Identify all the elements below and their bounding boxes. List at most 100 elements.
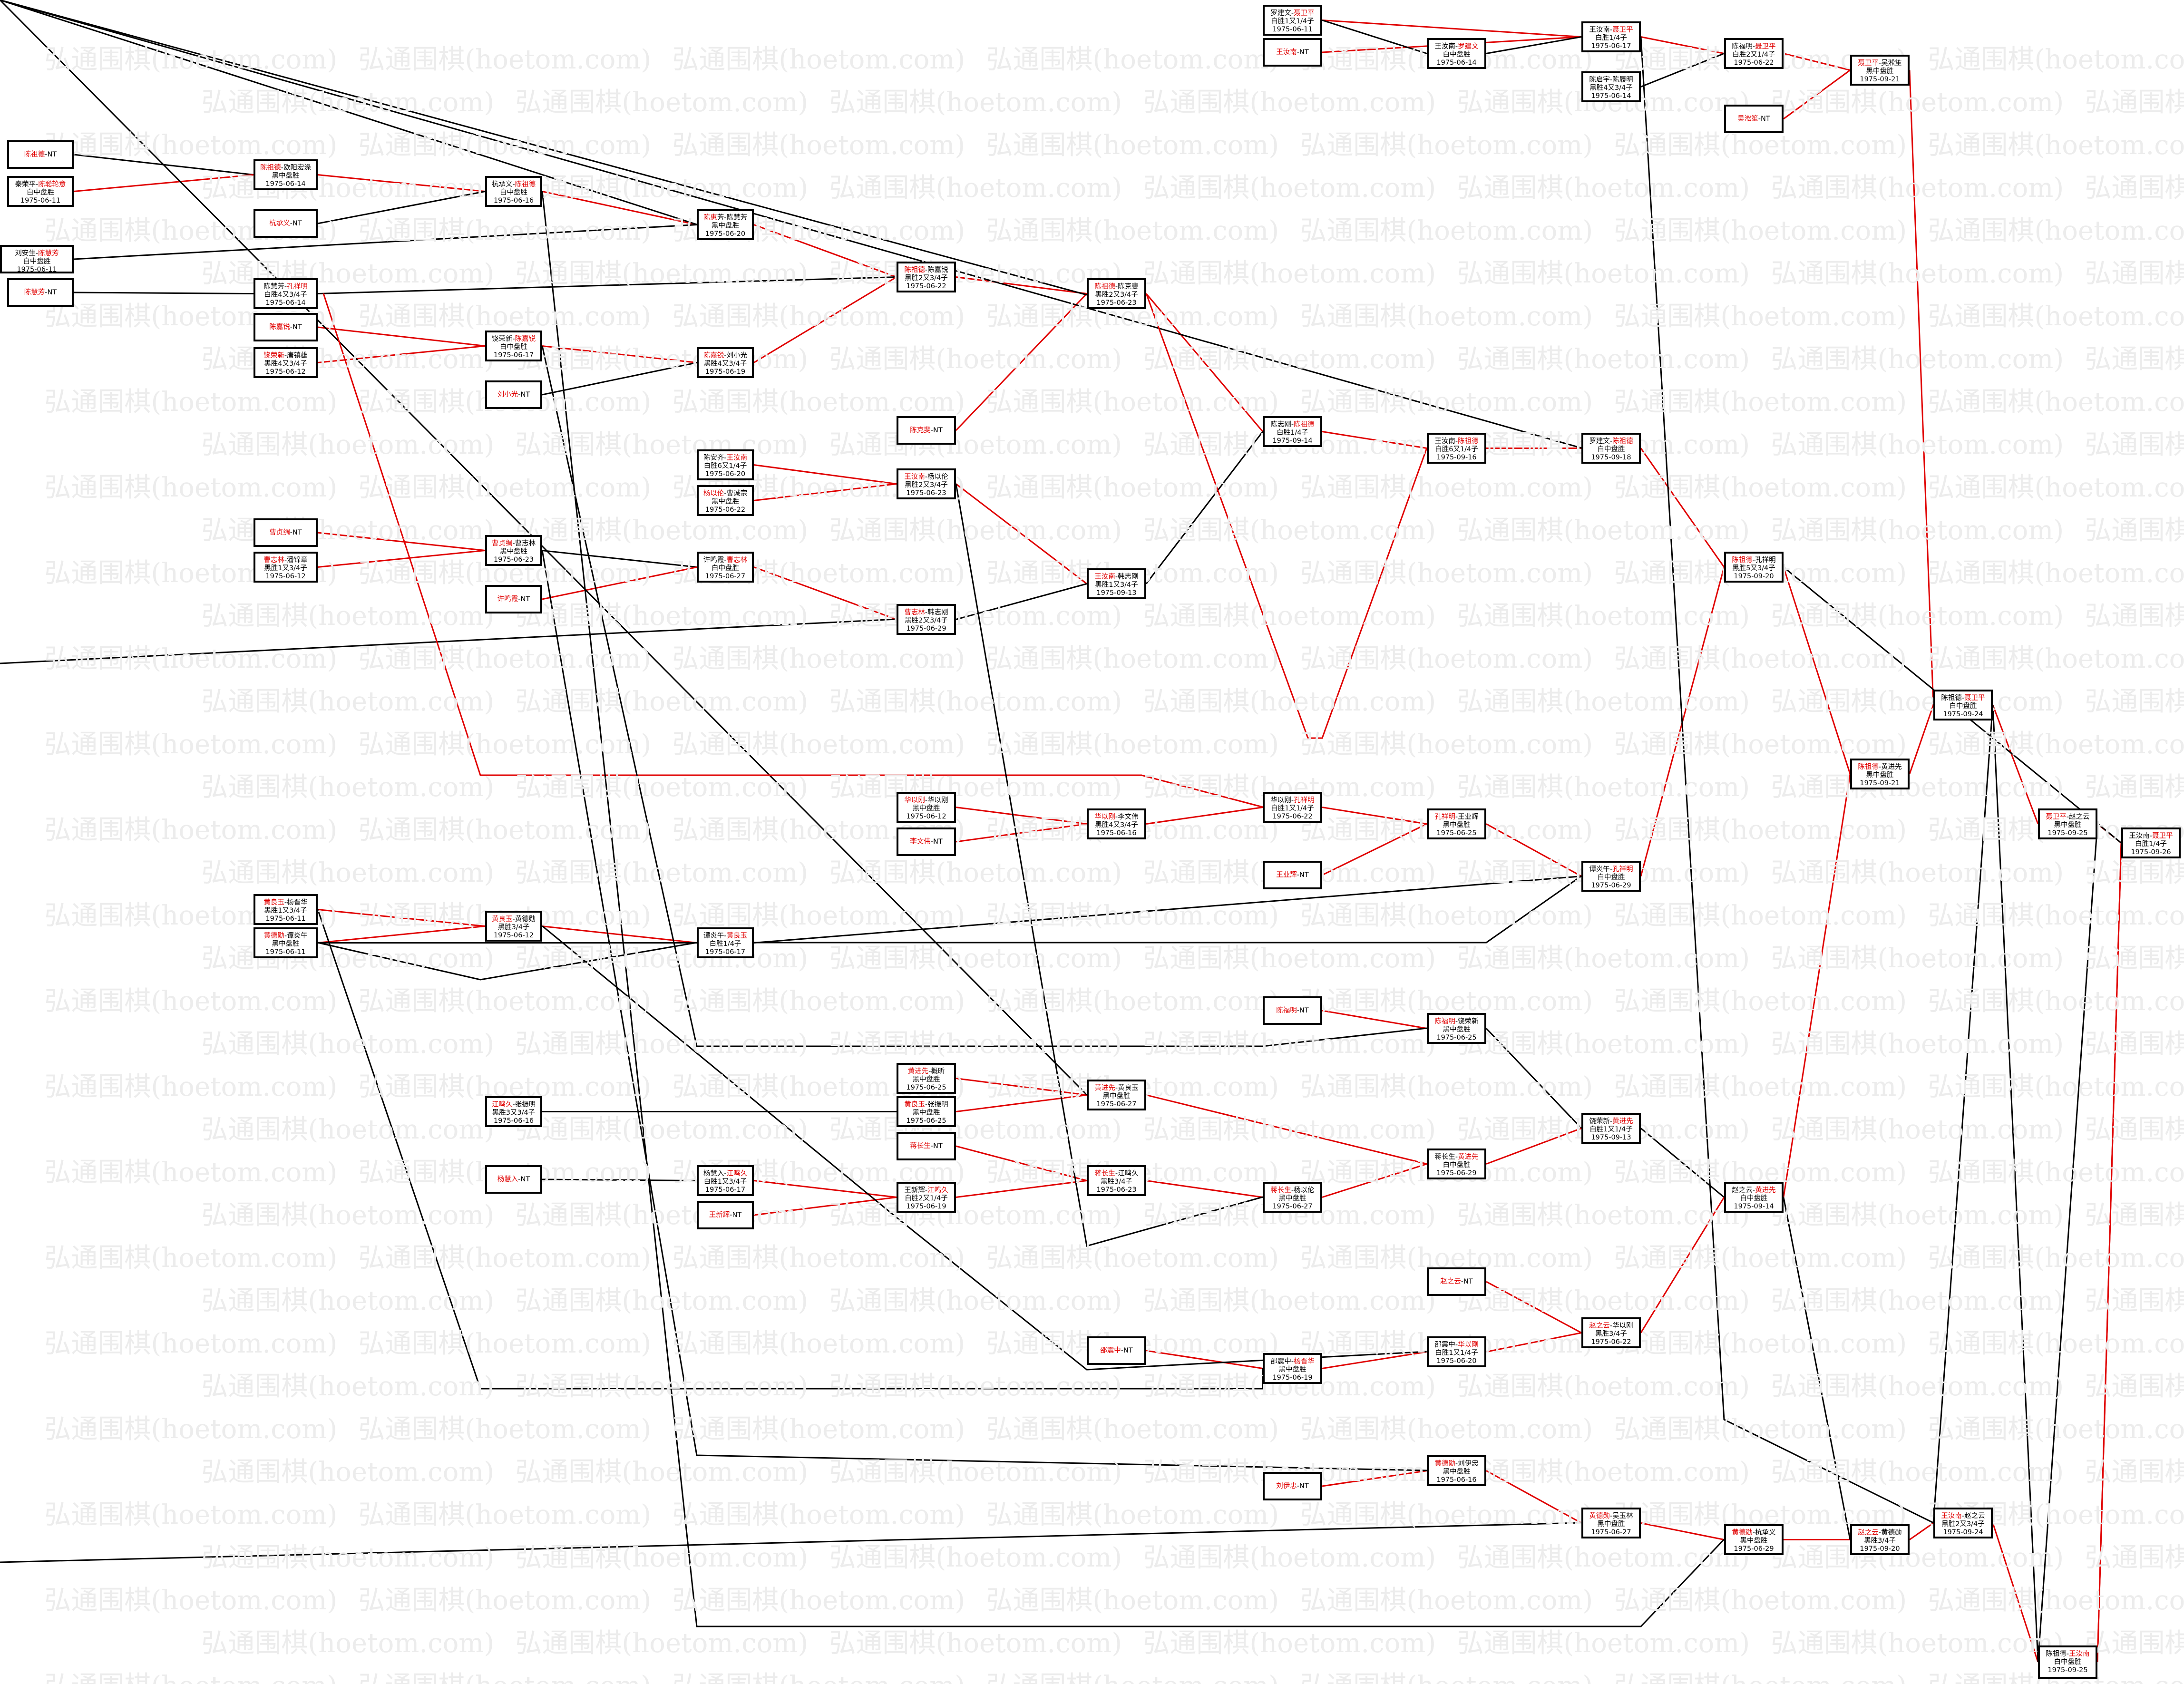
match-title: 吴淞笙-NT xyxy=(1726,115,1782,123)
player-name: -孔祥明 xyxy=(1752,556,1776,564)
match-date: 1975-06-23 xyxy=(906,489,946,497)
player-name: -唐镇雄 xyxy=(284,352,308,360)
match-result: 黑胜2又3/4子 xyxy=(905,274,948,282)
connector-line xyxy=(73,174,254,192)
player-name: 吴淞笙 xyxy=(1737,115,1758,123)
player-name: 王汝南- xyxy=(1434,438,1458,445)
connector-line xyxy=(317,191,486,224)
player-name: 刘小光 xyxy=(497,391,518,399)
match-title: 邵震中-华以刚 xyxy=(1429,1341,1484,1349)
match-result: 黑胜2又3/4子 xyxy=(1941,1520,1985,1528)
match-title: 黄良玉-杨晋华 xyxy=(255,899,316,907)
player-name: 陈启宇- xyxy=(1589,76,1613,84)
match-result: 黑中盘胜 xyxy=(1866,771,1894,779)
match-result: 白胜1/4子 xyxy=(1277,429,1308,437)
match-title: 李文伟-NT xyxy=(898,838,954,846)
match-title: 杨慧入-江鸣久 xyxy=(699,1170,752,1178)
match-date: 1975-09-21 xyxy=(1860,779,1900,787)
connector-line xyxy=(956,1078,1087,1096)
player-name: 黄良玉 xyxy=(904,1101,925,1109)
connector-line xyxy=(317,174,486,192)
match-title: 饶荣新-黄进先 xyxy=(1583,1118,1639,1126)
connector-line xyxy=(1640,36,1725,54)
player-name: 谭炎午- xyxy=(1589,866,1613,873)
player-name: 黄良玉 xyxy=(726,932,748,940)
match-title: 陈福明-聂卫平 xyxy=(1726,43,1782,51)
match-node: 李文伟-NT xyxy=(897,827,956,856)
match-date: 1975-06-17 xyxy=(1591,42,1631,50)
match-date: 1975-09-20 xyxy=(1860,1545,1900,1553)
match-date: 1975-09-14 xyxy=(1734,1203,1774,1210)
match-title: 陈慧芳-NT xyxy=(9,289,72,297)
match-date: 1975-06-19 xyxy=(906,1203,946,1210)
match-result: 黑中盘胜 xyxy=(1740,1537,1768,1545)
match-result: 白中盘胜 xyxy=(23,258,51,265)
connector-line xyxy=(0,0,1088,1096)
match-title: 王汝南-陈祖德 xyxy=(1429,438,1484,446)
player-name: 王汝南 xyxy=(904,473,925,481)
match-node: 赵之云-NT xyxy=(1427,1267,1486,1296)
match-title: 陈克斐-NT xyxy=(898,427,954,435)
match-title: 王新辉-NT xyxy=(699,1211,752,1219)
match-result: 白胜1又1/4子 xyxy=(1271,805,1314,812)
match-title: 黄良玉-黄德勋 xyxy=(487,915,540,924)
match-title: 陈祖德-黄进先 xyxy=(1852,763,1908,771)
player-name: 蒋长生- xyxy=(1434,1153,1458,1161)
match-title: 刘安生-陈慧芳 xyxy=(2,250,72,258)
player-name: 王汝南 xyxy=(1276,49,1297,56)
connector-line xyxy=(1322,1163,1427,1198)
player-name: 陈慧芳 xyxy=(24,289,45,296)
connector-line xyxy=(754,875,1582,944)
match-title: 曹贞绸-NT xyxy=(255,529,316,537)
connector-line xyxy=(0,1522,1582,1563)
player-name: 聂卫平 xyxy=(2046,813,2067,821)
player-name: 曹志林 xyxy=(263,556,284,564)
connector-line xyxy=(317,276,897,294)
match-date: 1975-06-16 xyxy=(493,1117,534,1125)
player-name: 曹志林 xyxy=(904,609,925,616)
player-name: -NT xyxy=(730,1211,742,1219)
match-date: 1975-09-25 xyxy=(2048,1666,2088,1674)
match-result: 黑中盘胜 xyxy=(912,1076,940,1083)
connector-line xyxy=(542,925,697,944)
match-date: 1975-06-22 xyxy=(1272,813,1313,820)
match-date: 1975-06-23 xyxy=(493,556,534,564)
match-title: 陈慧芳-孔祥明 xyxy=(255,283,316,291)
player-name: 王汝南 xyxy=(1094,573,1115,581)
match-title: 陈嘉锐-NT xyxy=(255,323,316,331)
match-result: 白中盘胜 xyxy=(2054,1658,2082,1666)
connector-line xyxy=(956,1145,1087,1181)
connector-line xyxy=(1145,293,1428,739)
match-result: 黑胜3/4子 xyxy=(1864,1537,1896,1545)
match-result: 白胜1/4子 xyxy=(2135,840,2167,848)
player-name: 黄进先 xyxy=(907,1068,929,1075)
connector-line xyxy=(1146,1180,1263,1198)
match-date: 1975-06-25 xyxy=(906,1084,946,1091)
match-title: 王业辉-NT xyxy=(1265,871,1320,879)
player-name: 陈克斐 xyxy=(910,427,931,434)
connector-line xyxy=(2037,824,2098,1663)
match-title: 王新辉-江鸣久 xyxy=(898,1187,954,1195)
match-title: 曹志林-潘锦章 xyxy=(255,556,316,565)
player-name: 华以刚- xyxy=(1270,797,1294,804)
player-name: 王汝南 xyxy=(726,454,748,462)
player-name: 黄德勋 xyxy=(263,932,284,940)
match-date: 1975-09-13 xyxy=(1096,589,1137,597)
match-result: 黑中盘胜 xyxy=(1443,821,1471,829)
match-date: 1975-06-22 xyxy=(1591,1338,1631,1346)
match-date: 1975-06-27 xyxy=(705,573,746,580)
match-title: 曹贞绸-曹志林 xyxy=(487,540,540,548)
player-name: -NT xyxy=(1297,871,1309,879)
